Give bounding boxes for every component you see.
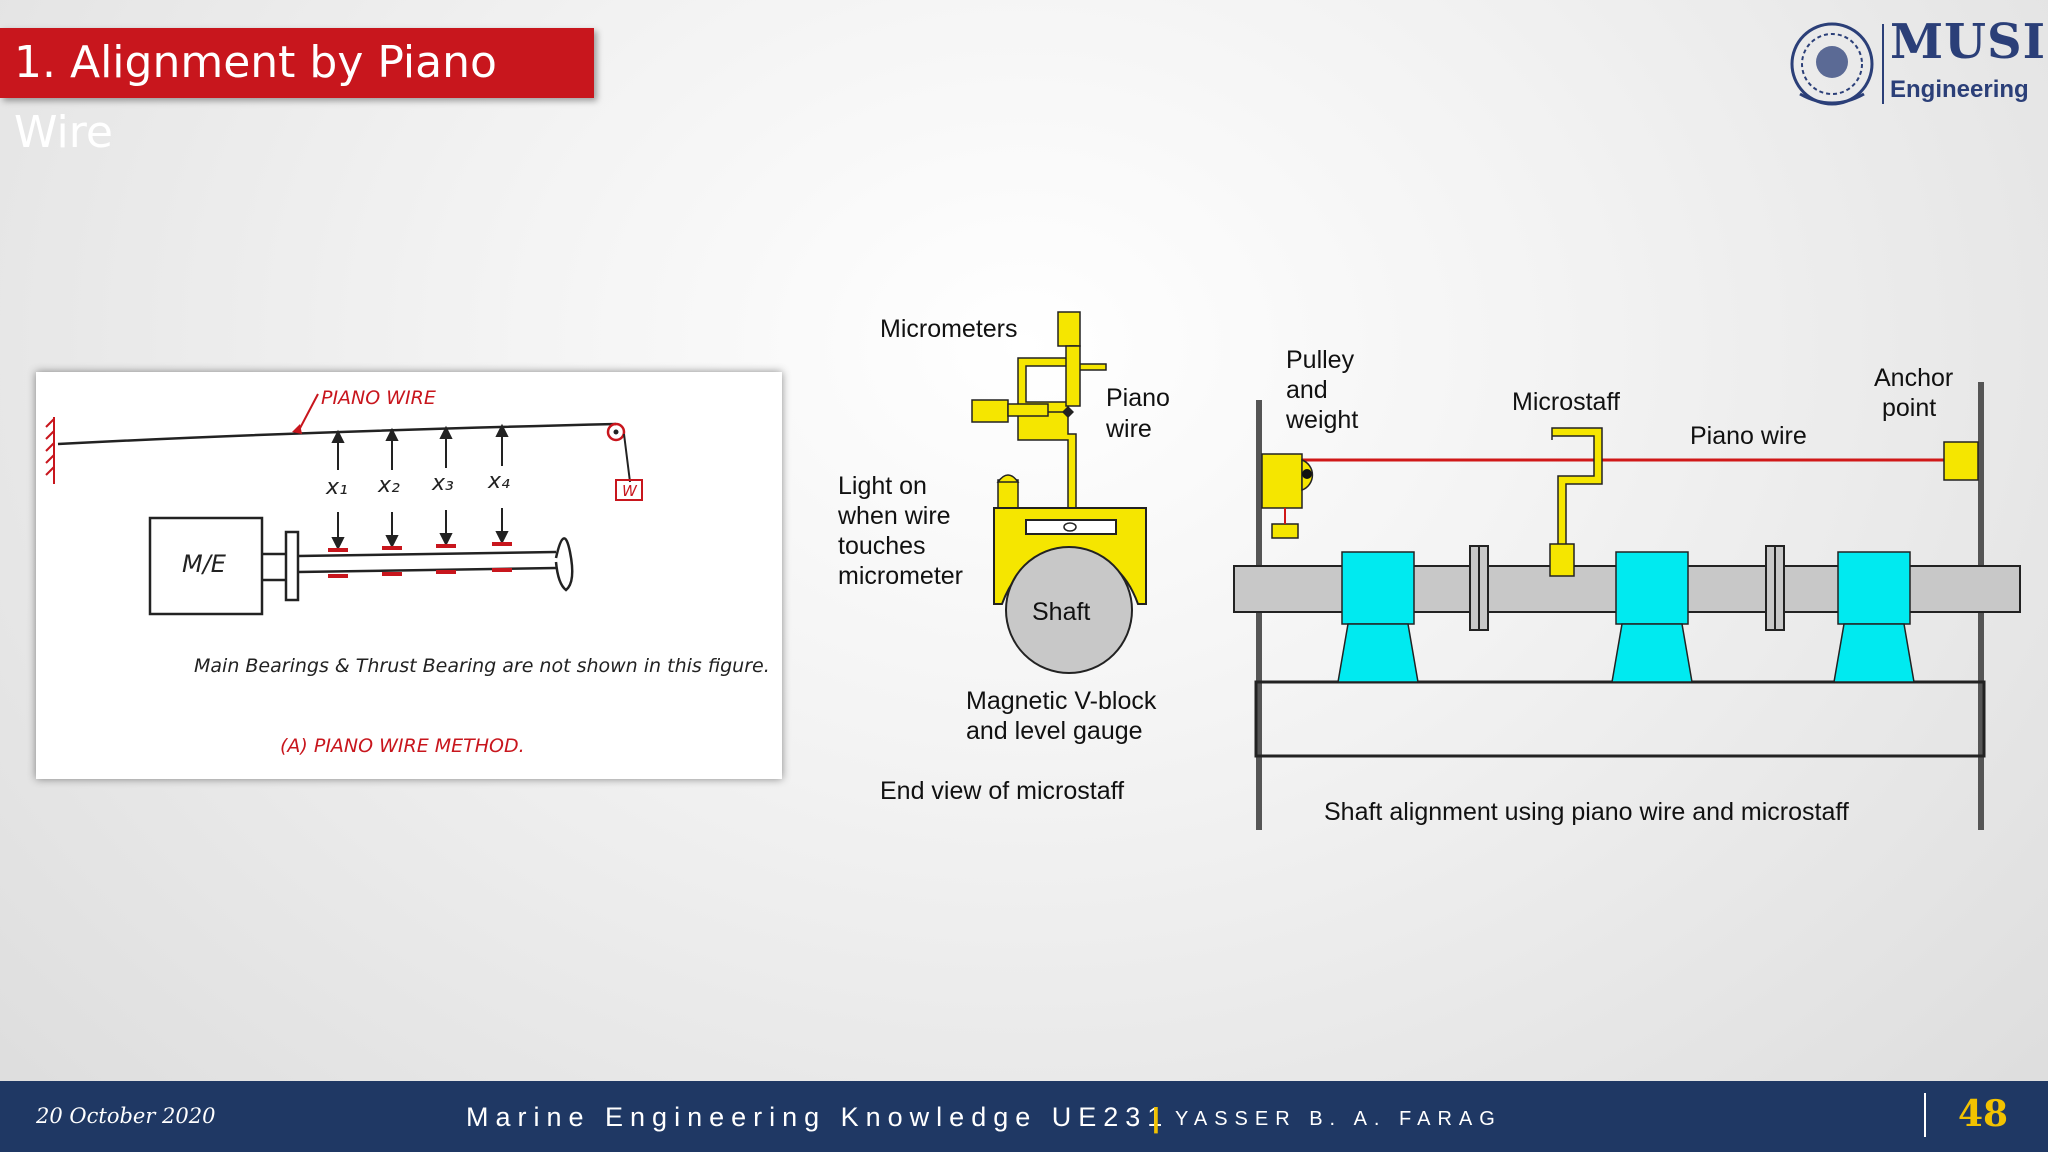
microstaff-diagram: Micrometers Piano wire Light on when wir…: [837, 311, 2021, 830]
weight-box: [615, 479, 643, 501]
logo-name: MUSI: [1890, 14, 2047, 70]
footer-separator: |: [1152, 1102, 1160, 1133]
vblock-label-1: Magnetic V-block: [966, 687, 1157, 715]
bearing-marks: [328, 542, 512, 578]
wall-hatch: [45, 417, 55, 484]
piano-wire-label: PIANO WIRE: [321, 387, 436, 409]
x2-label: x₂: [377, 473, 400, 498]
pulley-weight: [1261, 453, 1314, 539]
footer-author: YASSER B. A. FARAG: [1175, 1108, 1502, 1130]
level-bubble: [1063, 522, 1077, 532]
footer-divider: [1924, 1093, 1926, 1137]
wire-line: [57, 422, 617, 446]
x3-label: x₃: [431, 471, 454, 496]
pulley-icon: [606, 422, 631, 483]
pulley-hub: [1302, 469, 1312, 479]
university-logo: [1790, 22, 1874, 106]
logo-subtitle: Engineering: [1890, 76, 2029, 103]
microstaff-post: [1551, 427, 1603, 547]
piano-wire-sketch: W PIANO WIRE M/E x₁ x₂ x₃ x₄ Main Bearin…: [36, 372, 782, 779]
light-label-3: touches: [838, 532, 926, 560]
micrometers-label: Micrometers: [880, 315, 1018, 343]
footer-date: 20 October 2020: [36, 1104, 216, 1128]
anchor-block: [1943, 441, 1979, 481]
engine-box: [148, 516, 264, 616]
x1-label: x₁: [325, 475, 348, 500]
base-frame: [1254, 680, 1986, 758]
pulley-label-1: Pulley: [1286, 346, 1355, 374]
light-label-1: Light on: [838, 472, 927, 500]
shaft-lines: [262, 530, 574, 602]
light-label-4: micrometer: [838, 562, 963, 590]
logo-divider: [1882, 24, 1884, 104]
footer-course: Marine Engineering Knowledge UE231: [466, 1102, 1170, 1132]
engine-label: M/E: [182, 550, 227, 578]
page-number: 48: [1958, 1093, 2009, 1135]
side-view-caption: Shaft alignment using piano wire and mic…: [1324, 798, 1849, 826]
pulley-label-2: and: [1286, 376, 1328, 404]
sketch-caption: (A) PIANO WIRE METHOD.: [280, 735, 525, 757]
x4-label: x₄: [487, 469, 510, 494]
vblock-label-2: and level gauge: [966, 717, 1143, 745]
level-gauge: [1025, 519, 1117, 535]
light-label-2: when wire: [837, 502, 951, 530]
end-shaft: [1005, 546, 1133, 674]
couplings: [1469, 545, 1785, 631]
anchor-label-1: Anchor: [1874, 364, 1953, 392]
footer-bar: [0, 1081, 2048, 1152]
measurement-arrows: [331, 423, 509, 551]
emblem-icon: [1790, 22, 1874, 106]
sketch-note: Main Bearings & Thrust Bearing are not s…: [194, 655, 770, 677]
bearings: [1337, 551, 1915, 683]
label-arrowhead: [292, 424, 302, 434]
end-shaft-label: Shaft: [1032, 598, 1090, 626]
end-piano-label-2: wire: [1105, 415, 1152, 443]
microstaff-label: Microstaff: [1512, 388, 1620, 416]
anchor-label-2: point: [1882, 394, 1936, 422]
side-piano-label: Piano wire: [1690, 422, 1807, 450]
pulley-label-3: weight: [1285, 406, 1358, 434]
end-view-caption: End view of microstaff: [880, 777, 1124, 805]
end-piano-label-1: Piano: [1106, 384, 1170, 412]
slide-title: 1. Alignment by Piano Wire: [0, 28, 594, 158]
microstaff-foot: [1549, 543, 1575, 577]
weight-label: W: [622, 482, 638, 500]
microstaff-fitting: [971, 311, 1107, 509]
label-arrow: [297, 393, 319, 433]
